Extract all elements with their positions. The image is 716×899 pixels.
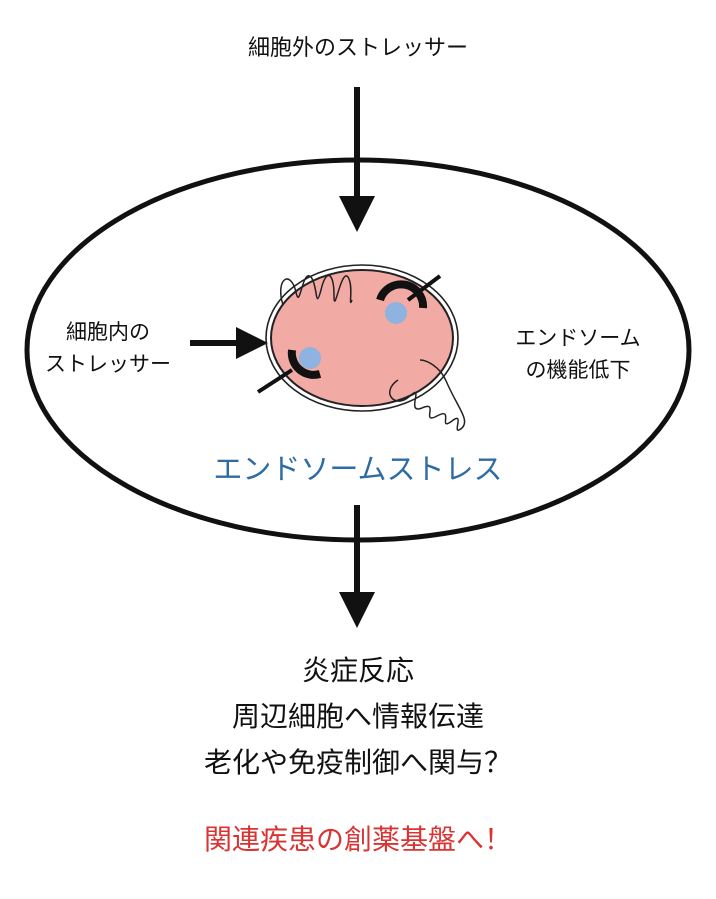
endosome-dysfunction-line2: の機能低下	[525, 358, 631, 382]
outcomes-list: 炎症反応 周辺細胞へ情報伝達 老化や免疫制御へ関与？	[0, 648, 716, 786]
receptor-stalk-top	[406, 274, 442, 302]
external-stressor-label: 細胞外のストレッサー	[247, 36, 468, 61]
arrow-top-head	[339, 196, 375, 232]
coil-bottom-right	[389, 359, 466, 431]
arrow-bottom-head	[339, 592, 375, 628]
internal-stressor-line2: ストレッサー	[45, 352, 171, 376]
outcome-item: 炎症反応	[301, 654, 414, 687]
outcome-item: 老化や免疫制御へ関与？	[203, 746, 512, 779]
receptor-cup-top	[376, 280, 428, 309]
endosome	[270, 269, 454, 407]
internal-stressor-label: 細胞内の ストレッサー	[18, 316, 198, 380]
endosome-dysfunction-label: エンドソーム の機能低下	[478, 322, 678, 386]
vesicle-bottom	[299, 347, 321, 369]
receptor-stalk-bottom	[256, 368, 294, 394]
outcome-item: 周辺細胞へ情報伝達	[231, 700, 484, 733]
endosome-dysfunction-line1: エンドソーム	[515, 326, 641, 350]
vesicle-top	[385, 302, 407, 324]
endosome-stress-label: エンドソームストレス	[213, 452, 503, 486]
receptor-cup-bottom	[287, 349, 322, 379]
goal-statement: 関連疾患の創薬基盤へ！	[203, 823, 512, 856]
endosome-outer-membrane	[265, 264, 459, 412]
coil-top-left	[279, 274, 353, 306]
arrow-left-head	[236, 327, 268, 359]
internal-stressor-line1: 細胞内の	[66, 320, 150, 344]
